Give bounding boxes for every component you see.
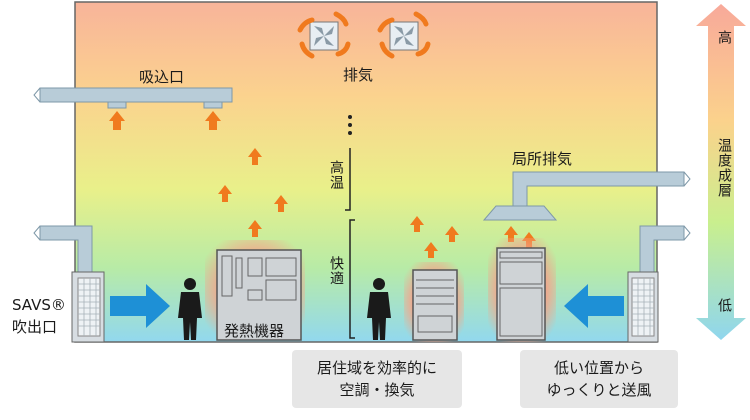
comfort-label: 快適 [328, 256, 344, 286]
left-supply-duct [33, 225, 93, 275]
outlet-label-line2: 吹出口 [12, 318, 58, 336]
exhaust-fan-2 [377, 11, 431, 59]
right-supply-duct [639, 225, 691, 275]
high-temp-bracket [345, 148, 351, 211]
intake-label: 吸込口 [139, 68, 185, 86]
local-exhaust-label: 局所排気 [512, 150, 573, 168]
legend-middle-label: 温度成層 [716, 138, 732, 198]
temperature-legend-arrow [696, 4, 746, 340]
exhaust-fan-1 [297, 11, 351, 59]
comfort-bracket [349, 219, 355, 339]
legend-low-label: 低 [716, 298, 732, 313]
server-rack-small [404, 262, 464, 342]
high-temp-label: 高温 [328, 160, 344, 190]
exhaust-label: 排気 [343, 66, 374, 84]
person-left [178, 278, 202, 340]
intake-arrows [109, 111, 221, 130]
outlet-label-line1: SAVS® [12, 296, 66, 314]
intake-duct [33, 87, 233, 109]
savs-outlet-left [71, 271, 105, 343]
server-rack-large [488, 238, 556, 342]
local-exhaust-hood [482, 171, 691, 221]
heat-equipment-label: 発熱機器 [224, 322, 285, 340]
supply-arrow-left [110, 284, 170, 328]
legend-high-label: 高 [716, 30, 732, 45]
savs-outlet-right [627, 271, 659, 343]
note-box-left: 居住域を効率的に 空調・換気 [292, 350, 462, 408]
note-box-right: 低い位置から ゆっくりと送風 [520, 350, 678, 408]
note-left-line2: 空調・換気 [339, 381, 415, 399]
note-right-line1: 低い位置から [553, 359, 644, 377]
note-right-line2: ゆっくりと送風 [546, 381, 652, 399]
heat-equipment-large [205, 240, 305, 341]
person-right [367, 278, 391, 340]
supply-arrow-right [564, 284, 624, 328]
note-left-line1: 居住域を効率的に [316, 359, 437, 377]
ellipsis-dots [348, 115, 352, 135]
